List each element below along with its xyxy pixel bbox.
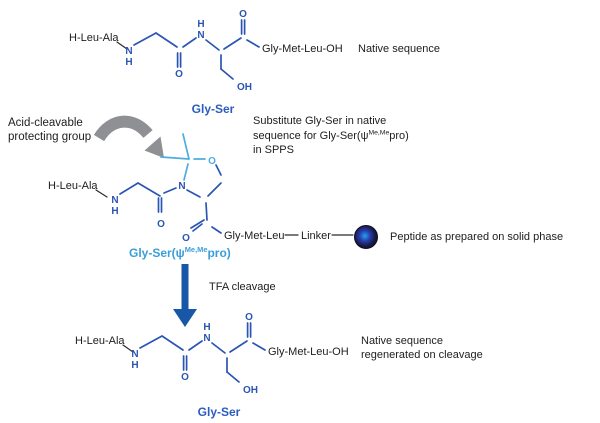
tfa-cleavage-arrow-icon (173, 264, 197, 327)
bonds (95, 133, 354, 236)
atom-h: H (111, 206, 118, 217)
substitution-note-line2-sup: Me,Me (368, 128, 390, 136)
atom-o: O (239, 9, 247, 20)
pseudoproline-name-post: pro) (207, 246, 231, 260)
atom-n: N (131, 349, 138, 360)
pseudoproline-name-sup: Me,Me (184, 245, 208, 254)
native-sequence-caption: Native sequence (358, 43, 440, 55)
ring-atom-n: N (178, 181, 185, 192)
atom-labels: N H O N O O (111, 156, 216, 244)
tfa-cleavage-label: TFA cleavage (209, 281, 276, 293)
atom-n: N (111, 195, 118, 206)
atom-labels: N H O H N O OH (131, 312, 258, 396)
bonds (122, 322, 266, 383)
native-structure-top: H-Leu-Ala N H O H N O OH Gly-Met-Leu-OH (69, 9, 343, 116)
substitution-note: Substitute Gly-Ser in native sequence fo… (253, 114, 409, 158)
atom-o: O (181, 372, 189, 383)
linker-label: Linker (301, 230, 331, 242)
atom-o: O (157, 219, 165, 230)
residue-left-label: H-Leu-Ala (69, 32, 119, 44)
atom-oh: OH (243, 385, 258, 396)
regenerated-caption-line1: Native sequence (361, 335, 443, 347)
atom-h: H (203, 322, 210, 333)
substitution-note-line2-pre: sequence for Gly-Ser(ψ (253, 129, 369, 142)
atom-h: H (131, 360, 138, 371)
protecting-group-note-line2: protecting group (8, 131, 92, 143)
pseudoproline-name-pre: Gly-Ser(ψ (129, 246, 185, 260)
protecting-group-note-line1: Acid-cleavable (8, 117, 83, 129)
bonds (116, 19, 260, 80)
atom-h: H (125, 57, 132, 68)
atom-oh: OH (237, 82, 252, 93)
substitution-note-line3: in SPPS (253, 144, 294, 156)
structure-name-label: Gly-Ser (192, 102, 235, 116)
solid-phase-caption: Peptide as prepared on solid phase (390, 231, 564, 243)
atom-o: O (245, 312, 253, 323)
gray-curved-arrow-icon (93, 115, 164, 158)
atom-h: H (197, 19, 204, 30)
atom-n: N (197, 30, 204, 41)
residue-right-label: Gly-Met-Leu-OH (268, 346, 349, 358)
chain-residues-label: Gly-Met-Leu (224, 230, 285, 242)
pseudoproline-name-label: Gly-Ser(ψMe,Mepro) (129, 246, 231, 260)
substitution-note-line2-post: pro) (389, 129, 409, 142)
substitution-note-line1: Substitute Gly-Ser in native (253, 115, 387, 127)
atom-labels: N H O H N O OH (125, 9, 252, 93)
residue-right-label: Gly-Met-Leu-OH (262, 43, 343, 55)
resin-bead-icon (354, 225, 378, 249)
regenerated-caption-line2: regenerated on cleavage (361, 349, 483, 361)
residue-left-label: H-Leu-Ala (75, 335, 125, 347)
residue-left-label: H-Leu-Ala (48, 180, 98, 192)
substitution-note-line2: sequence for Gly-Ser(ψMe,Mepro) (253, 129, 409, 144)
atom-o: O (182, 233, 190, 244)
atom-n: N (203, 333, 210, 344)
protecting-group-note: Acid-cleavable protecting group (8, 116, 91, 144)
atom-n: N (125, 46, 132, 57)
structure-name-label: Gly-Ser (198, 405, 241, 419)
protected-structure: H-Leu-Ala N H O (48, 133, 378, 249)
regenerated-caption: Native sequence regenerated on cleavage (361, 334, 483, 362)
atom-o: O (175, 69, 183, 80)
ring-atom-o: O (208, 156, 216, 167)
native-structure-bottom: H-Leu-Ala N H O H N O OH Gly-Met-Leu-OH (75, 312, 349, 419)
